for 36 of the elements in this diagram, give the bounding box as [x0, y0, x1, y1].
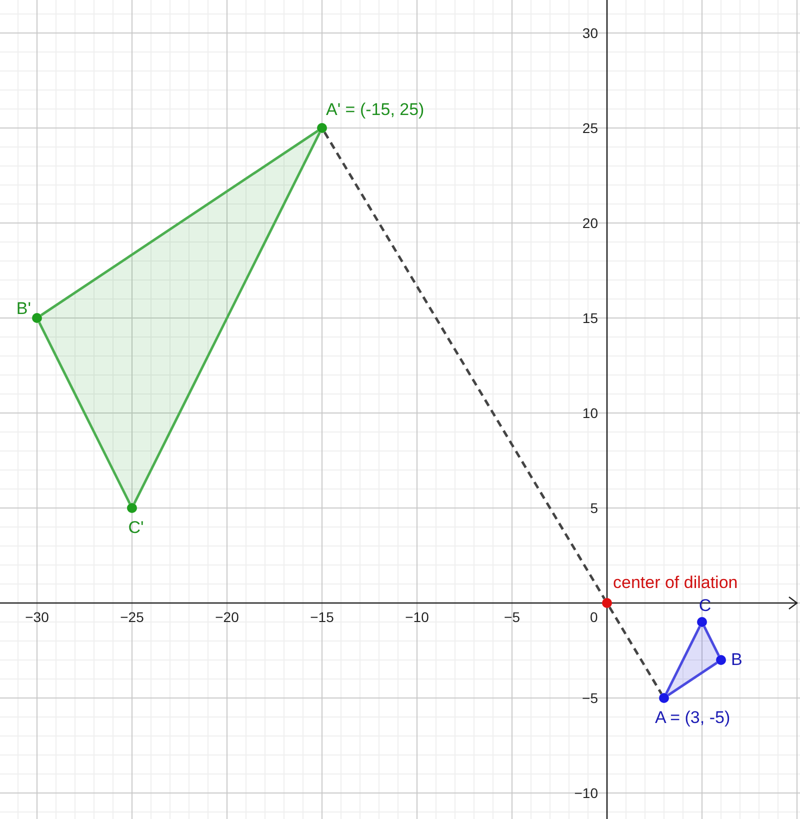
tick-label: −20: [215, 608, 239, 626]
dashed-line: [608, 606, 662, 694]
tick-label: −25: [120, 608, 144, 626]
tick-label: −30: [25, 608, 49, 626]
triangle-side: [133, 132, 321, 504]
triangle-side: [667, 662, 718, 696]
point: [127, 503, 137, 513]
triangle-side: [665, 626, 701, 694]
point: [317, 123, 327, 133]
point-label: B': [16, 299, 31, 319]
tick-label: −5: [582, 689, 598, 707]
tick-label: 25: [582, 119, 598, 137]
tick-label: −5: [504, 608, 520, 626]
point: [32, 313, 42, 323]
point-label: A = (3, -5): [655, 708, 730, 728]
tick-label: 15: [582, 309, 598, 327]
tick-label: 30: [582, 24, 598, 42]
tick-label: 20: [582, 214, 598, 232]
point-label: A' = (-15, 25): [326, 100, 424, 120]
point-label: C': [128, 518, 144, 538]
point-label: center of dilation: [613, 573, 738, 593]
point: [659, 693, 669, 703]
tick-label: −15: [310, 608, 334, 626]
dashed-line: [324, 132, 606, 600]
tick-label: 10: [582, 404, 598, 422]
tick-label: −10: [574, 784, 598, 802]
point: [602, 598, 612, 608]
tick-label: −10: [405, 608, 429, 626]
tick-label: 0: [590, 608, 598, 626]
triangle-side: [703, 626, 720, 656]
triangle-side: [40, 130, 319, 316]
point-label: B: [731, 650, 742, 670]
point: [716, 655, 726, 665]
triangle-side: [38, 322, 131, 504]
tick-label: 5: [590, 499, 598, 517]
point: [697, 617, 707, 627]
